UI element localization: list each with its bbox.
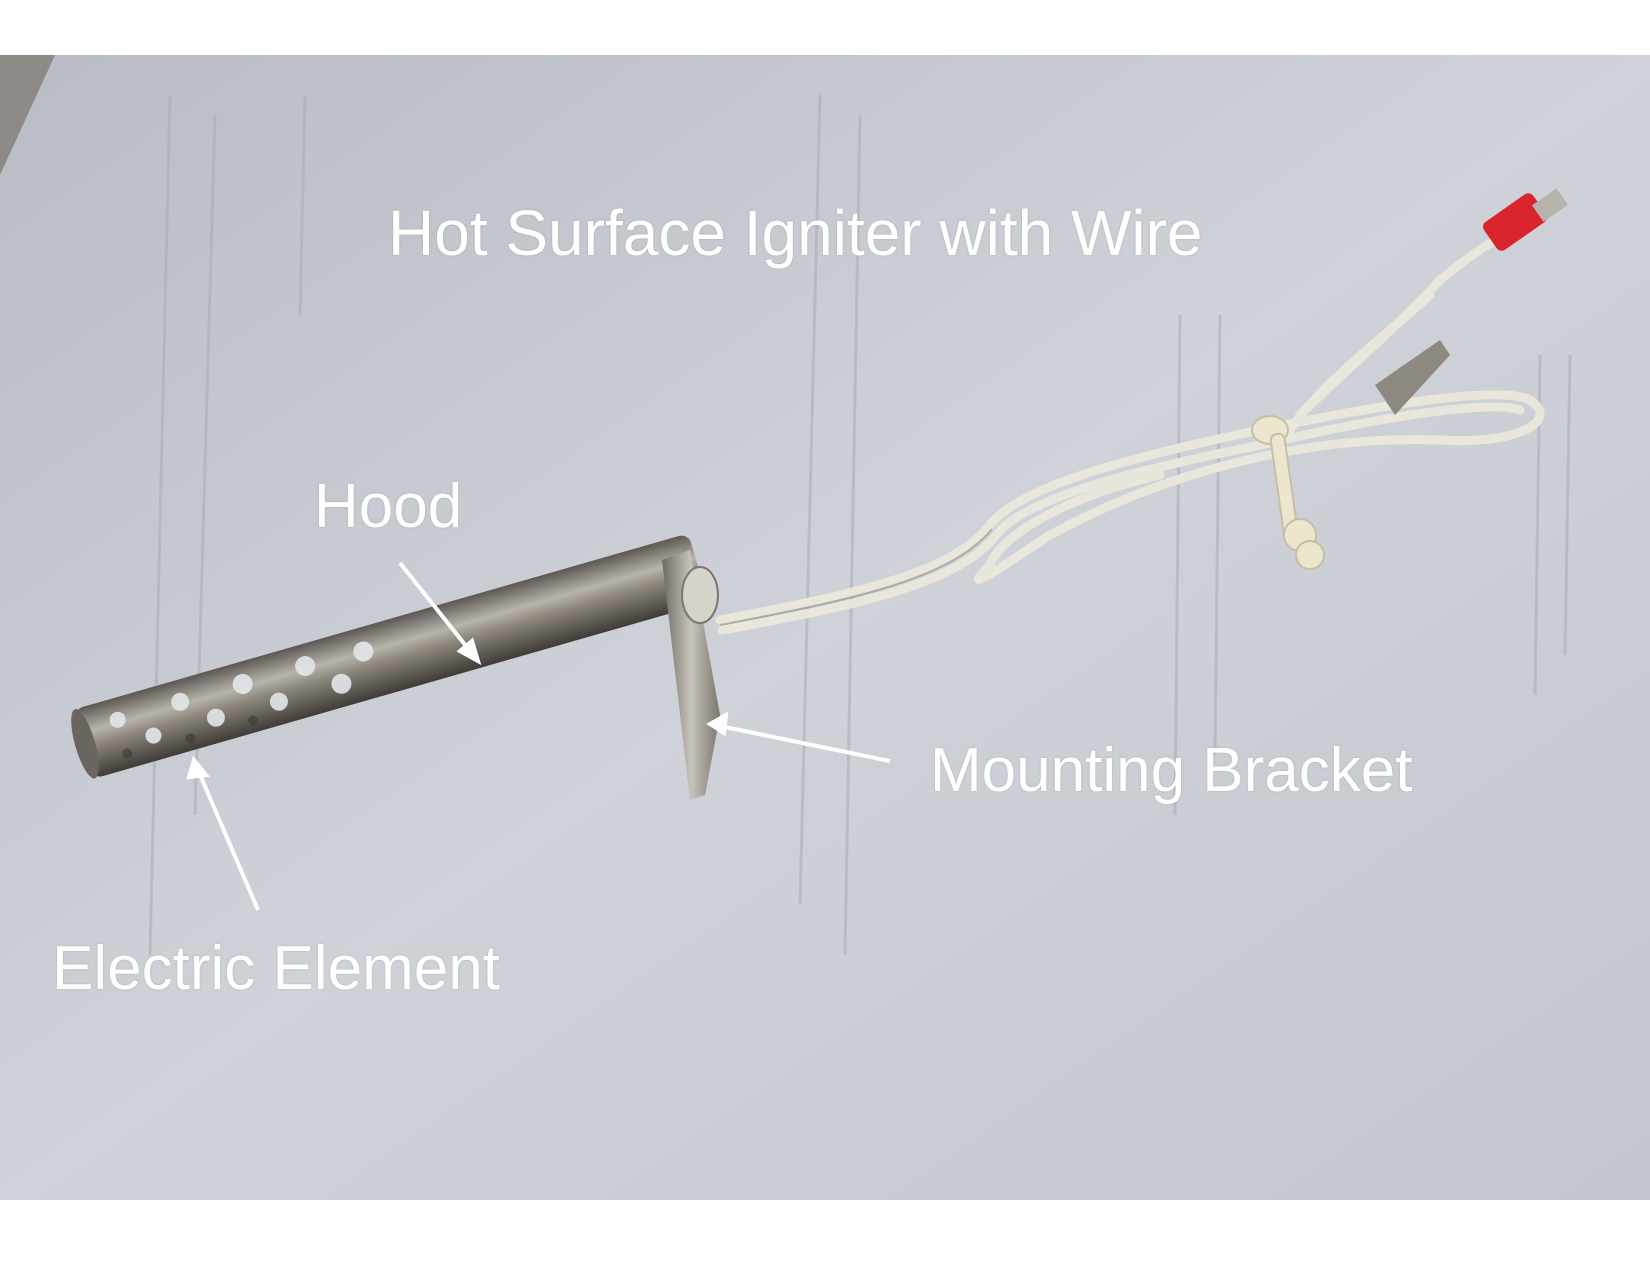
igniter-photo-graphic — [0, 55, 1650, 1200]
mounting-bracket-flange — [662, 550, 720, 800]
element-pointer — [196, 769, 260, 911]
red-connector — [1483, 188, 1569, 251]
electric-element-label: Electric Element — [52, 934, 500, 1003]
paper-print-lines — [148, 94, 1572, 956]
hood-tube — [71, 535, 706, 779]
paper-sheet — [0, 55, 1650, 1200]
hood-pointer — [398, 561, 472, 653]
pointer-arrows — [186, 561, 891, 911]
wire-tag — [1375, 340, 1450, 415]
zip-tie — [1251, 415, 1325, 570]
image-title: Hot Surface Igniter with Wire — [388, 197, 1203, 269]
hood-label: Hood — [314, 472, 463, 541]
igniter-wire-shadow — [719, 528, 993, 626]
igniter-photo — [0, 55, 1650, 1200]
mounting-bracket-label: Mounting Bracket — [930, 736, 1413, 805]
bracket-pointer — [719, 724, 891, 763]
